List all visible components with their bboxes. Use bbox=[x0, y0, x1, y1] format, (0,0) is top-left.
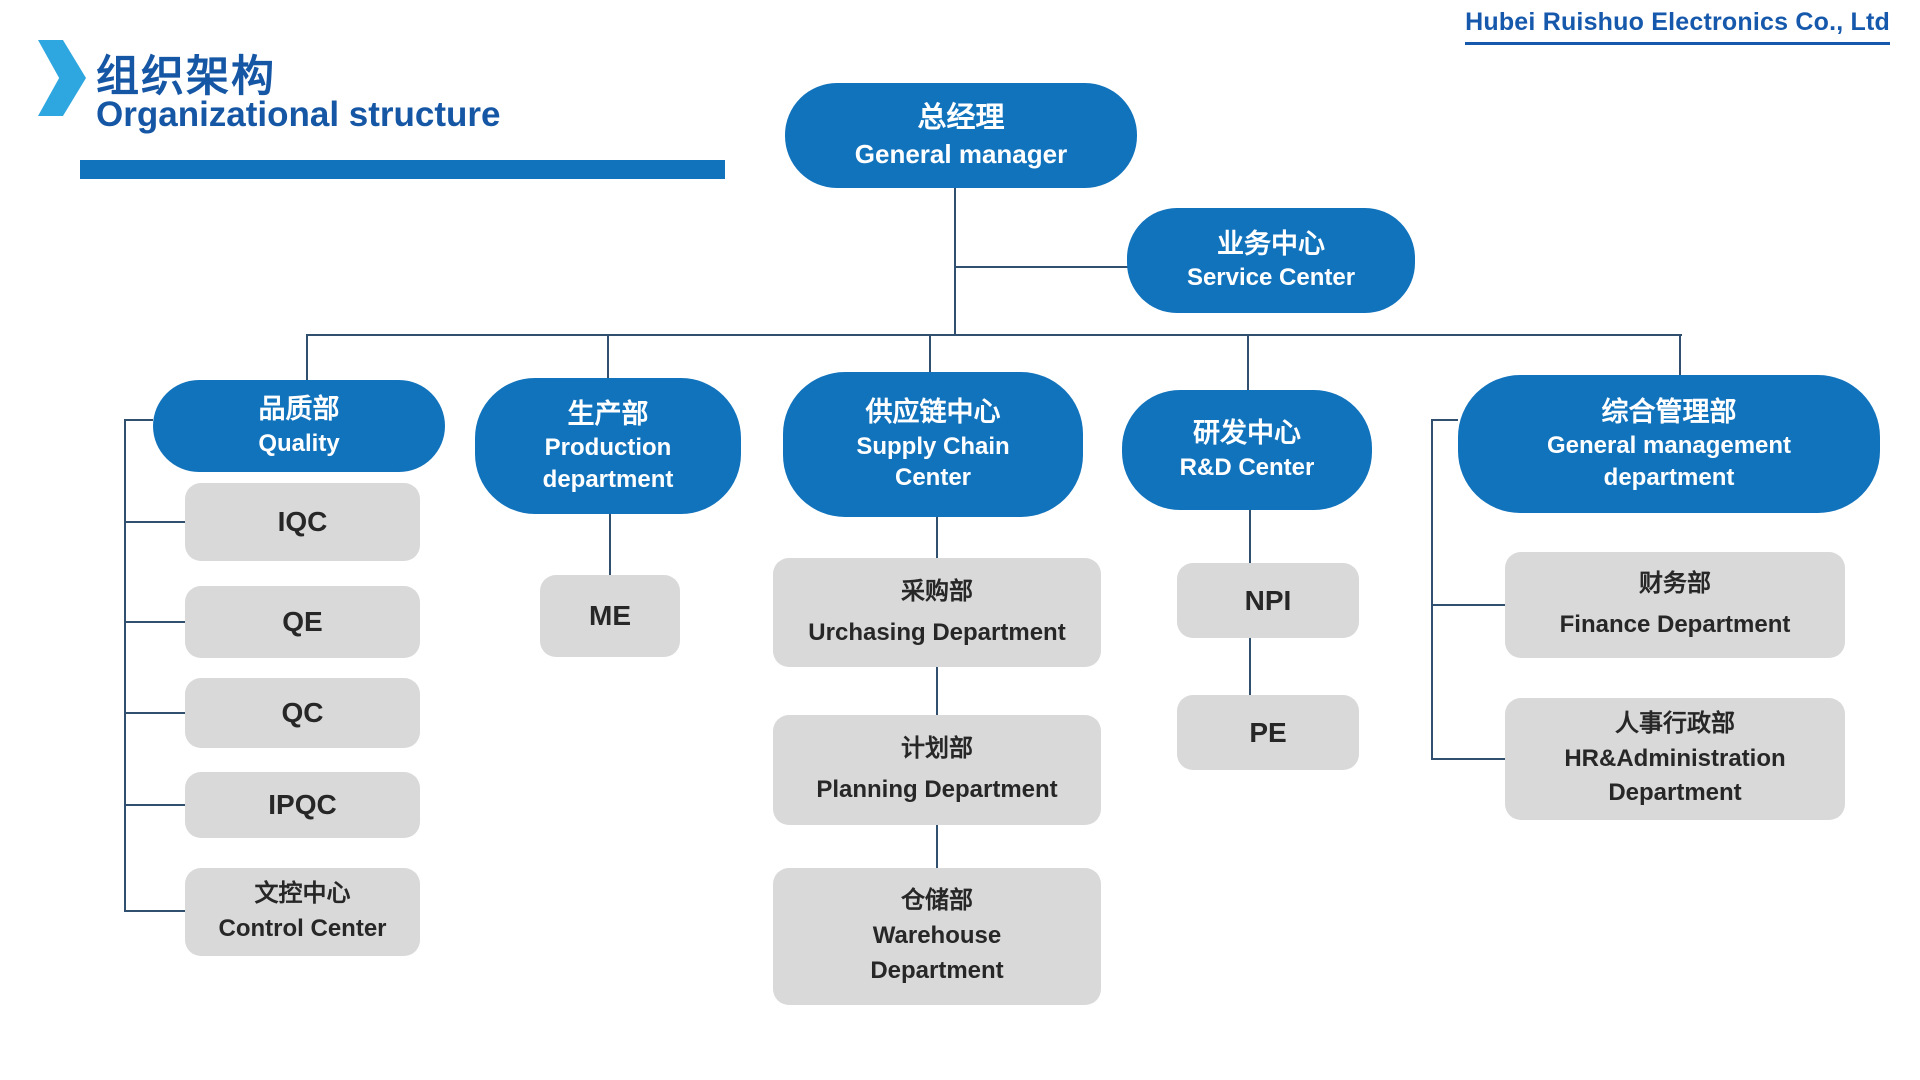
connector-quality-branch-qe bbox=[124, 621, 185, 623]
node-label-en: Supply Chain Center bbox=[856, 432, 1010, 492]
node-label: IQC bbox=[277, 506, 328, 538]
node-ipqc: IPQC bbox=[185, 772, 420, 838]
connector-quality-branch-iqc bbox=[124, 521, 185, 523]
node-label: ME bbox=[589, 600, 631, 632]
node-label-en: General manager bbox=[854, 139, 1068, 170]
node-rnd-center: 研发中心 R&D Center bbox=[1122, 390, 1372, 510]
node-qe: QE bbox=[185, 586, 420, 658]
node-label: PE bbox=[1249, 716, 1287, 748]
node-label-en: General management department bbox=[1546, 432, 1792, 491]
connector-main-horizontal bbox=[306, 334, 1682, 336]
node-iqc: IQC bbox=[185, 483, 420, 561]
connector-supply-urchasing bbox=[936, 517, 938, 558]
node-label-zh: 供应链中心 bbox=[865, 397, 1001, 428]
node-label-zh: 采购部 bbox=[901, 577, 973, 605]
connector-planning-warehouse bbox=[936, 825, 938, 868]
node-label-en: Warehouse Department bbox=[870, 922, 1004, 984]
node-quality-dept: 品质部 Quality bbox=[153, 380, 445, 472]
page-title-en: Organizational structure bbox=[96, 95, 501, 134]
connector-quality-branch-control bbox=[124, 910, 185, 912]
connector-drop-production bbox=[607, 334, 609, 378]
node-me: ME bbox=[540, 575, 680, 657]
node-planning-dept: 计划部 Planning Department bbox=[773, 715, 1101, 825]
connector-genmgmt-branch-finance bbox=[1431, 604, 1505, 606]
connector-rnd-npi bbox=[1249, 510, 1251, 563]
node-label-zh: 仓储部 bbox=[901, 887, 973, 915]
connector-genmgmt-branch-box bbox=[1431, 419, 1458, 421]
node-label-zh: 人事行政部 bbox=[1615, 709, 1735, 737]
title-underline-bar bbox=[80, 160, 725, 179]
node-supply-chain-center: 供应链中心 Supply Chain Center bbox=[783, 372, 1083, 517]
node-label-en: HR&Administration Department bbox=[1564, 744, 1786, 807]
node-npi: NPI bbox=[1177, 563, 1359, 638]
node-label-zh: 品质部 bbox=[258, 394, 340, 425]
node-finance-dept: 财务部 Finance Department bbox=[1505, 552, 1845, 658]
connector-quality-branch-box bbox=[124, 419, 153, 421]
connector-genmgmt-bracket bbox=[1431, 419, 1433, 760]
connector-drop-rnd bbox=[1247, 334, 1249, 390]
node-label-zh: 总经理 bbox=[917, 102, 1005, 135]
node-label-zh: 文控中心 bbox=[254, 880, 351, 908]
node-label-zh: 综合管理部 bbox=[1601, 396, 1737, 427]
node-label-en: Production department bbox=[542, 434, 674, 493]
node-label-zh: 生产部 bbox=[567, 398, 649, 429]
connector-drop-quality bbox=[306, 334, 308, 380]
node-label-en: R&D Center bbox=[1179, 453, 1315, 481]
node-label-en: Planning Department bbox=[816, 776, 1058, 803]
node-label: QE bbox=[282, 606, 323, 638]
node-label-en: Service Center bbox=[1186, 264, 1356, 292]
node-label-zh: 研发中心 bbox=[1193, 418, 1301, 449]
company-name: Hubei Ruishuo Electronics Co., Ltd bbox=[1465, 8, 1890, 45]
node-label-en: Finance Department bbox=[1559, 611, 1791, 638]
chevron-icon bbox=[38, 40, 86, 116]
node-label-en: Control Center bbox=[218, 915, 387, 942]
connector-quality-branch-ipqc bbox=[124, 804, 185, 806]
connector-quality-branch-qc bbox=[124, 712, 185, 714]
node-label-en: Quality bbox=[258, 429, 340, 457]
node-label: NPI bbox=[1244, 584, 1292, 616]
node-label-zh: 业务中心 bbox=[1217, 228, 1325, 259]
connector-quality-bracket bbox=[124, 419, 126, 912]
connector-production-me bbox=[609, 513, 611, 575]
connector-drop-supply bbox=[929, 334, 931, 372]
node-urchasing-dept: 采购部 Urchasing Department bbox=[773, 558, 1101, 667]
node-label: IPQC bbox=[268, 789, 337, 821]
node-pe: PE bbox=[1177, 695, 1359, 770]
connector-npi-pe bbox=[1249, 638, 1251, 695]
node-qc: QC bbox=[185, 678, 420, 748]
node-service-center: 业务中心 Service Center bbox=[1127, 208, 1415, 313]
connector-service-branch bbox=[954, 266, 1128, 268]
connector-root-trunk bbox=[954, 188, 956, 335]
node-production-dept: 生产部 Production department bbox=[475, 378, 741, 514]
node-general-manager: 总经理 General manager bbox=[785, 83, 1137, 188]
node-label: QC bbox=[281, 697, 324, 729]
node-general-management-dept: 综合管理部 General management department bbox=[1458, 375, 1880, 513]
connector-urchasing-planning bbox=[936, 667, 938, 715]
node-label-en: Urchasing Department bbox=[808, 618, 1066, 646]
node-control-center: 文控中心 Control Center bbox=[185, 868, 420, 956]
node-label-zh: 财务部 bbox=[1639, 570, 1711, 598]
connector-drop-genmgmt bbox=[1679, 334, 1681, 375]
node-label-zh: 计划部 bbox=[901, 735, 973, 763]
node-hr-admin-dept: 人事行政部 HR&Administration Department bbox=[1505, 698, 1845, 820]
page-title-zh: 组织架构 bbox=[96, 53, 276, 101]
connector-genmgmt-branch-hr bbox=[1431, 758, 1505, 760]
node-warehouse-dept: 仓储部 Warehouse Department bbox=[773, 868, 1101, 1005]
